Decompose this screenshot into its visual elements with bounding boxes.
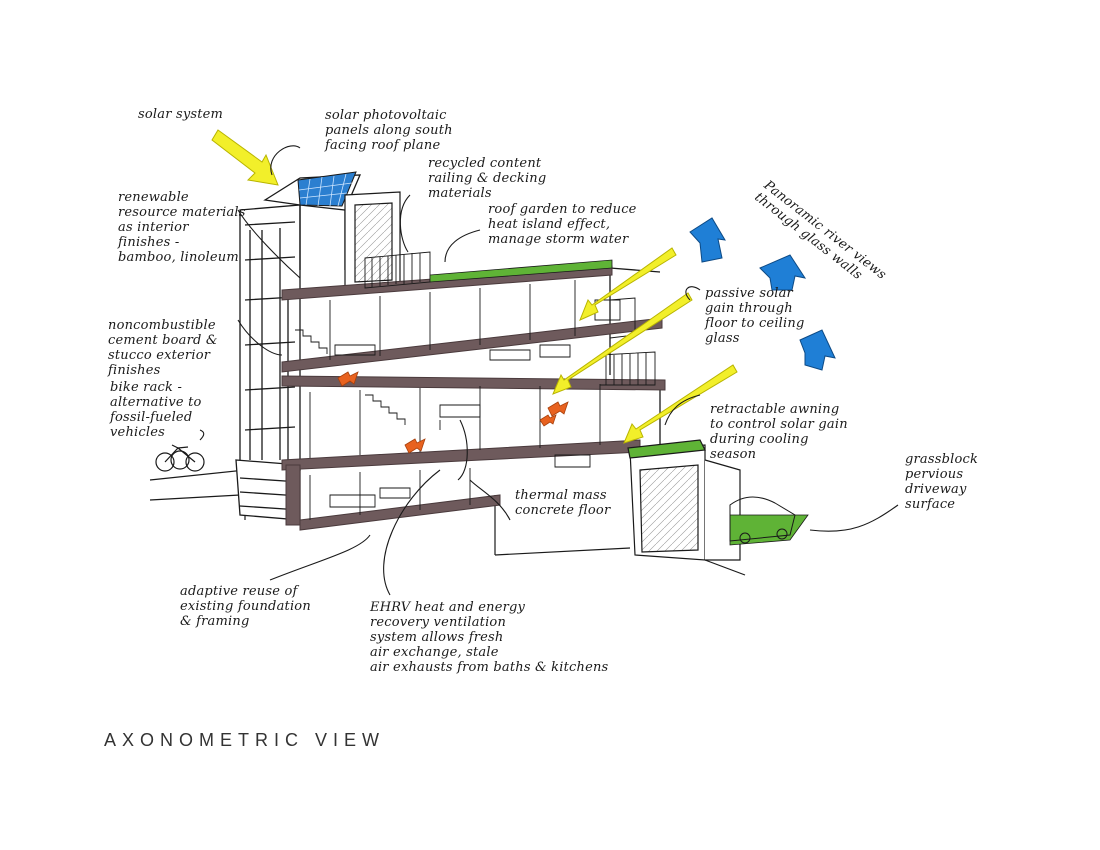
driveway-grass [729,514,809,546]
annotation-bike-rack: bike rack - alternative to fossil-fueled… [110,380,202,440]
roof-railing [364,251,656,386]
building-shell [287,267,661,520]
annotation-thermal-mass: thermal mass concrete floor [515,488,611,518]
parked-car [729,496,796,544]
annotation-passive-solar: passive solar gain through floor to ceil… [705,286,805,346]
leader-lines [199,145,899,596]
heat-arrow-icon [337,371,569,454]
page-title: AXONOMETRIC VIEW [104,730,386,750]
solar-panel [297,171,357,207]
solar-panel-grid [298,173,353,207]
annotation-ehrv: EHRV heat and energy recovery ventilatio… [370,600,609,675]
sun-ray-arrow-icon [552,292,693,395]
bicycle-icon [155,444,205,472]
sun-ray-arrow-icon [211,129,279,186]
interior-details [295,280,621,520]
air-flow-arrow-icon [689,217,836,371]
penthouse [344,191,401,289]
annotation-pv-panels: solar photovoltaic panels along south fa… [325,108,453,153]
garage [627,439,746,576]
annotation-grassblock: grassblock pervious driveway surface [905,452,979,512]
annotation-awning: retractable awning to control solar gain… [710,402,848,462]
sun-ray-arrow-icon [579,247,677,321]
annotation-renewable-materials: renewable resource materials as interior… [118,190,246,265]
annotation-adaptive-reuse: adaptive reuse of existing foundation & … [180,584,311,629]
annotation-solar-system: solar system [138,107,224,122]
annotation-recycled-railing: recycled content railing & decking mater… [428,156,547,201]
annotation-roof-garden: roof garden to reduce heat island effect… [488,202,637,247]
green-roof [429,259,613,283]
annotation-noncombustible: noncombustible cement board & stucco ext… [108,318,218,378]
